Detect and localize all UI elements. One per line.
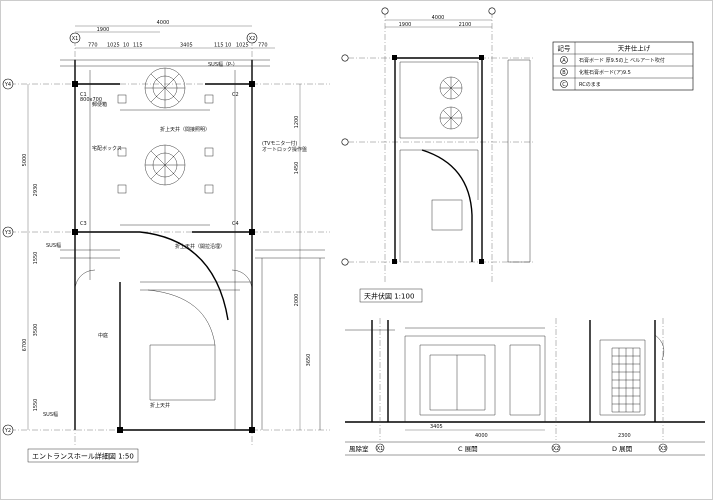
table-text-c: RCのまま (579, 82, 601, 88)
label-c4: C4 (232, 221, 239, 227)
label-c3: C3 (80, 221, 87, 227)
elev-dim-2300: 2300 (618, 433, 631, 439)
dim-right-1200: 1200 (294, 116, 300, 129)
dim-770-l: 770 (88, 43, 98, 49)
light-fixture-mid (144, 144, 186, 186)
label-tv-monitor: (TVモニター付) (262, 140, 297, 147)
ceiling-dim-2100: 2100 (459, 22, 472, 28)
label-c1: C1 (80, 92, 87, 98)
dim-770-r: 770 (258, 43, 268, 49)
dim-left-5000: 5000 (22, 154, 28, 167)
dim-1025-r: 1025 (236, 43, 249, 49)
label-c2: C2 (232, 92, 239, 98)
ceiling-dim-top: 4000 (432, 15, 445, 21)
plan-title: エントランスホール詳細図 1:50 (32, 452, 134, 461)
label-sus-top: SUS幅（P-） (208, 61, 238, 68)
elev-dim-4000: 4000 (475, 433, 488, 439)
grid-label-y2: Y2 (4, 428, 11, 434)
label-d-elevation: D 展開 (612, 445, 632, 453)
dim-left-1550: 1550 (33, 252, 39, 265)
label-wind-room: 風除室 (349, 444, 369, 453)
dim-3405: 3405 (180, 43, 193, 49)
light-fixture-top (144, 67, 186, 109)
dim-10-l: 10 (123, 43, 129, 49)
elev-grid-x1: X1 (377, 446, 384, 452)
dim-1025-l: 1025 (107, 43, 120, 49)
elevations: 3405 4000 2300 風除室 X1 C 展開 X2 D 展開 X3 (345, 318, 705, 456)
grid-label-y4: Y4 (4, 82, 11, 88)
label-c-elevation: C 展開 (458, 445, 478, 453)
dim-right-1450: 1450 (294, 162, 300, 175)
label-sus-mid: SUS幅 (46, 242, 61, 249)
table-header-finish: 天井仕上げ (618, 44, 651, 53)
dim-left-3500: 3500 (33, 324, 39, 337)
ceiling-plan: 4000 1900 2100 天井伏図 1:100 (341, 7, 535, 303)
label-c1-size: 800x700 (80, 97, 102, 103)
table-code-b: B (562, 70, 566, 76)
dim-left-1550b: 1550 (33, 399, 39, 412)
grid-label-y3: Y3 (4, 230, 11, 236)
dim-top-overall: 4000 (157, 20, 170, 26)
ceiling-dim-1900: 1900 (399, 22, 412, 28)
elev-dim-3405: 3405 (430, 424, 443, 430)
ceiling-title: 天井伏図 1:100 (364, 292, 414, 301)
dim-left-2930: 2930 (33, 184, 39, 197)
table-code-a: A (562, 58, 566, 64)
dim-top-left: 1900 (97, 27, 110, 33)
grid-label-x2: X2 (249, 36, 256, 42)
table-text-a: 石膏ボード 厚9.5の上 ベルアート吹付 (579, 57, 665, 64)
label-ceiling-bottom: 折上天井 (150, 402, 170, 409)
dim-left-6700: 6700 (22, 339, 28, 352)
label-delivery-box: 宅配ボックス (92, 145, 122, 152)
label-ceiling-mid: 折上天井（開拉沿埋） (175, 243, 225, 250)
dim-115-l: 115 (133, 43, 143, 49)
table-text-b: 化粧石膏ボード(ア)9.5 (579, 69, 631, 76)
label-mail: 郵便箱 (92, 101, 107, 108)
label-sus-bottom: SUS幅 (43, 411, 58, 418)
elev-grid-x2: X2 (553, 446, 560, 452)
entrance-hall-plan: X1 X2 Y4 Y3 Y2 4000 1900 770 1025 10 115… (2, 20, 330, 463)
dim-right-2000: 2000 (294, 294, 300, 307)
tile-grid (611, 347, 641, 413)
ceiling-finish-table: 記号 天井仕上げ A 石膏ボード 厚9.5の上 ベルアート吹付 B 化粧石膏ボー… (552, 41, 694, 91)
dim-10-r: 10 (225, 43, 231, 49)
label-autolock: オートロック操作盤 (262, 146, 307, 153)
label-courtyard: 中庭 (98, 332, 108, 339)
grid-label-x1: X1 (72, 36, 79, 42)
elev-grid-x3: X3 (660, 446, 667, 452)
table-code-c: C (562, 82, 566, 88)
dim-right-3650: 3650 (306, 354, 312, 367)
label-ceiling-top: 折上天井（間接照明） (160, 126, 210, 133)
table-header-code: 記号 (558, 44, 572, 53)
dim-115-r: 115 (214, 43, 224, 49)
